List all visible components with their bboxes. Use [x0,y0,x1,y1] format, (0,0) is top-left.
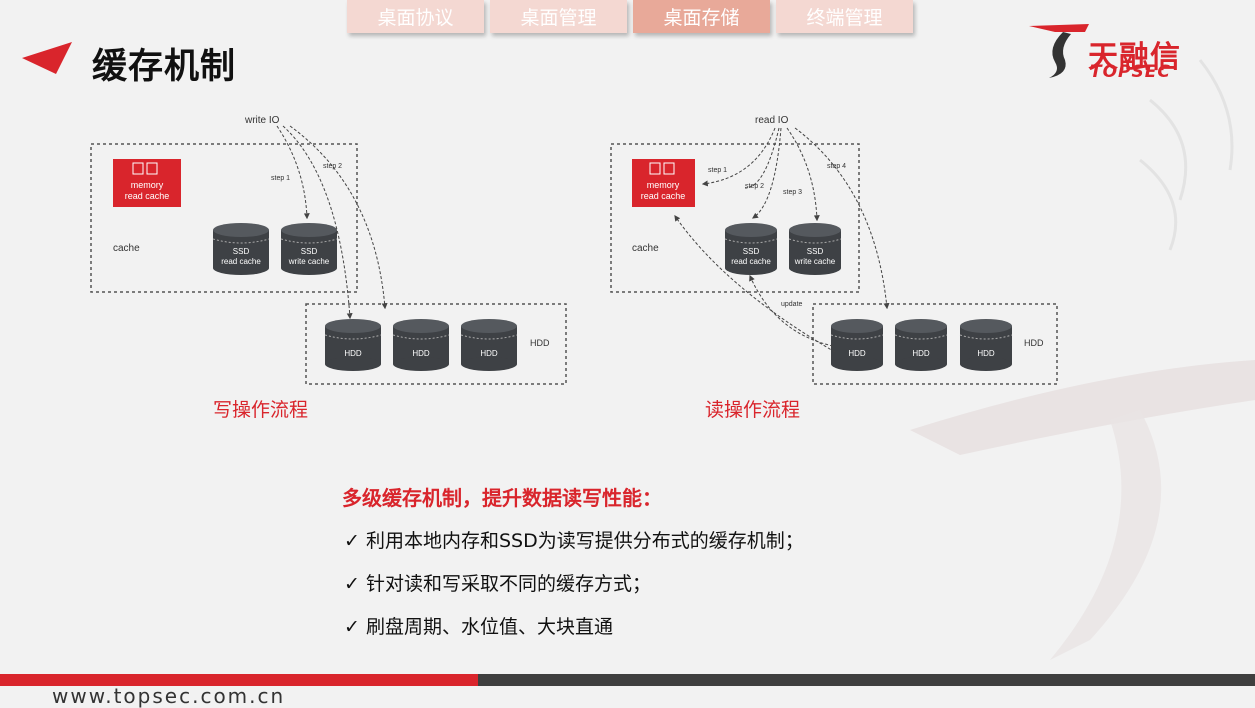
read-step2-arrow [752,127,782,219]
tab-desktop-management[interactable]: 桌面管理 [490,0,627,33]
read-step3-label: step 3 [783,189,802,196]
title-arrow-icon [22,42,72,74]
read-step4-label: step 4 [827,163,846,170]
read-flow-diagram: read IO memory read cache cache SSD read… [610,115,1058,385]
memory-label-line1: memory [647,180,680,190]
cache-region-box [90,143,358,293]
ssd-read-cache-disk: SSD read cache [212,223,270,275]
tab-desktop-storage[interactable]: 桌面存储 [633,0,770,33]
read-step1-label: step 1 [708,167,727,174]
write-flow-diagram: write IO memory read cache cache SSD rea… [90,115,567,385]
write-step2-label: step 2 [323,163,342,170]
read-step2-label: step 2 [745,183,764,190]
svg-text:read cache: read cache [731,257,771,266]
summary-heading: 多级缓存机制，提升数据读写性能： [342,486,662,510]
ssd-write-cache-disk: SSD write cache [280,223,338,275]
check-icon: ✓ [344,530,360,552]
write-io-label: write IO [244,115,280,126]
write-step2-arrow [289,125,388,310]
svg-text:HDD: HDD [344,349,362,358]
hdd-disk-2: HDD [894,319,948,371]
svg-text:HDD: HDD [912,349,930,358]
ssd-read-cache-disk: SSD read cache [724,223,778,275]
hdd-disk-1: HDD [830,319,884,371]
bullet-item: ✓ 刷盘周期、水位值、大块直通 [344,612,613,639]
hdd-disk-3: HDD [460,319,518,371]
read-io-label: read IO [755,115,789,126]
update-label: update [781,301,803,308]
bullet-text: 利用本地内存和SSD为读写提供分布式的缓存机制； [365,530,804,552]
hdd-disk-2: HDD [392,319,450,371]
bullet-text: 刷盘周期、水位值、大块直通 [365,616,613,638]
svg-text:SSD: SSD [301,247,318,256]
bullet-item: ✓ 针对读和写采取不同的缓存方式； [344,569,651,596]
footer-bar-red [0,674,478,686]
bullet-text: 针对读和写采取不同的缓存方式； [365,573,651,595]
svg-text:read cache: read cache [221,257,261,266]
svg-text:HDD: HDD [480,349,498,358]
footer-url[interactable]: www.topsec.com.cn [52,684,286,708]
memory-chip-icon [649,162,675,175]
read-step3-arrow [786,127,820,222]
hdd-region-box [812,303,1058,385]
tab-desktop-protocol[interactable]: 桌面协议 [347,0,484,33]
svg-text:write cache: write cache [794,257,836,266]
memory-label-line2: read cache [125,191,170,201]
svg-text:write cache: write cache [288,257,330,266]
svg-text:HDD: HDD [977,349,995,358]
write-flow-caption: 写操作流程 [213,399,309,421]
read-step1-arrow [701,127,776,187]
hdd-to-memory-arrow [674,215,836,353]
read-step4-arrow [794,127,890,310]
svg-text:SSD: SSD [807,247,824,256]
logo-english-text: TOPSEC [1090,62,1171,82]
write-step1-to-hdd-arrow [282,125,353,320]
svg-text:HDD: HDD [412,349,430,358]
tab-terminal-management[interactable]: 终端管理 [776,0,913,33]
svg-text:HDD: HDD [848,349,866,358]
memory-label-line1: memory [131,180,164,190]
hdd-disk-3: HDD [959,319,1013,371]
hdd-region-box [305,303,567,385]
logo-chinese-text: 天融信 [1088,40,1181,75]
memory-chip-icon [132,162,158,175]
hdd-disk-1: HDD [324,319,382,371]
cache-label: cache [632,243,659,254]
check-icon: ✓ [344,573,360,595]
cache-label: cache [113,243,140,254]
page-title: 缓存机制 [92,47,237,87]
update-arrow [749,274,834,347]
write-step1-arrow [276,125,310,220]
top-tab-bar: 桌面协议 桌面管理 桌面存储 终端管理 [347,0,913,33]
hdd-group-label: HDD [1024,338,1044,348]
write-step1-label: step 1 [271,175,290,182]
svg-text:SSD: SSD [743,247,760,256]
topsec-logo-icon [1029,24,1089,78]
hdd-group-label: HDD [530,338,550,348]
read-flow-caption: 读操作流程 [705,399,801,421]
footer-bar-dark [478,674,1255,686]
bullet-item: ✓ 利用本地内存和SSD为读写提供分布式的缓存机制； [344,526,804,553]
memory-label-line2: read cache [641,191,686,201]
ssd-write-cache-disk: SSD write cache [788,223,842,275]
svg-text:SSD: SSD [233,247,250,256]
check-icon: ✓ [344,616,360,638]
read-step2-arrow-a [744,127,780,189]
